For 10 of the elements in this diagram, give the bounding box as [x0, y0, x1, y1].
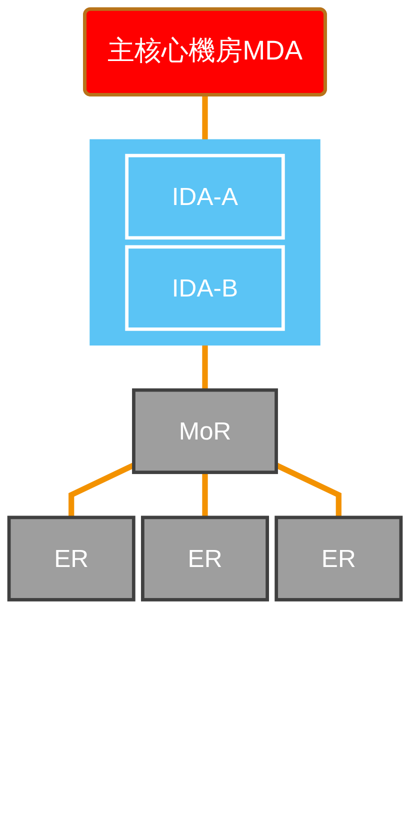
connector — [202, 94, 208, 140]
node-box: ER — [7, 516, 136, 602]
node-box: MoR — [132, 388, 278, 474]
connector — [202, 472, 208, 518]
connector — [202, 344, 208, 390]
node-box: ER — [274, 516, 403, 602]
cluster — [90, 139, 320, 346]
node-box: ER — [141, 516, 269, 602]
node-box: IDA-A — [125, 154, 285, 240]
node-box: IDA-B — [125, 245, 285, 331]
